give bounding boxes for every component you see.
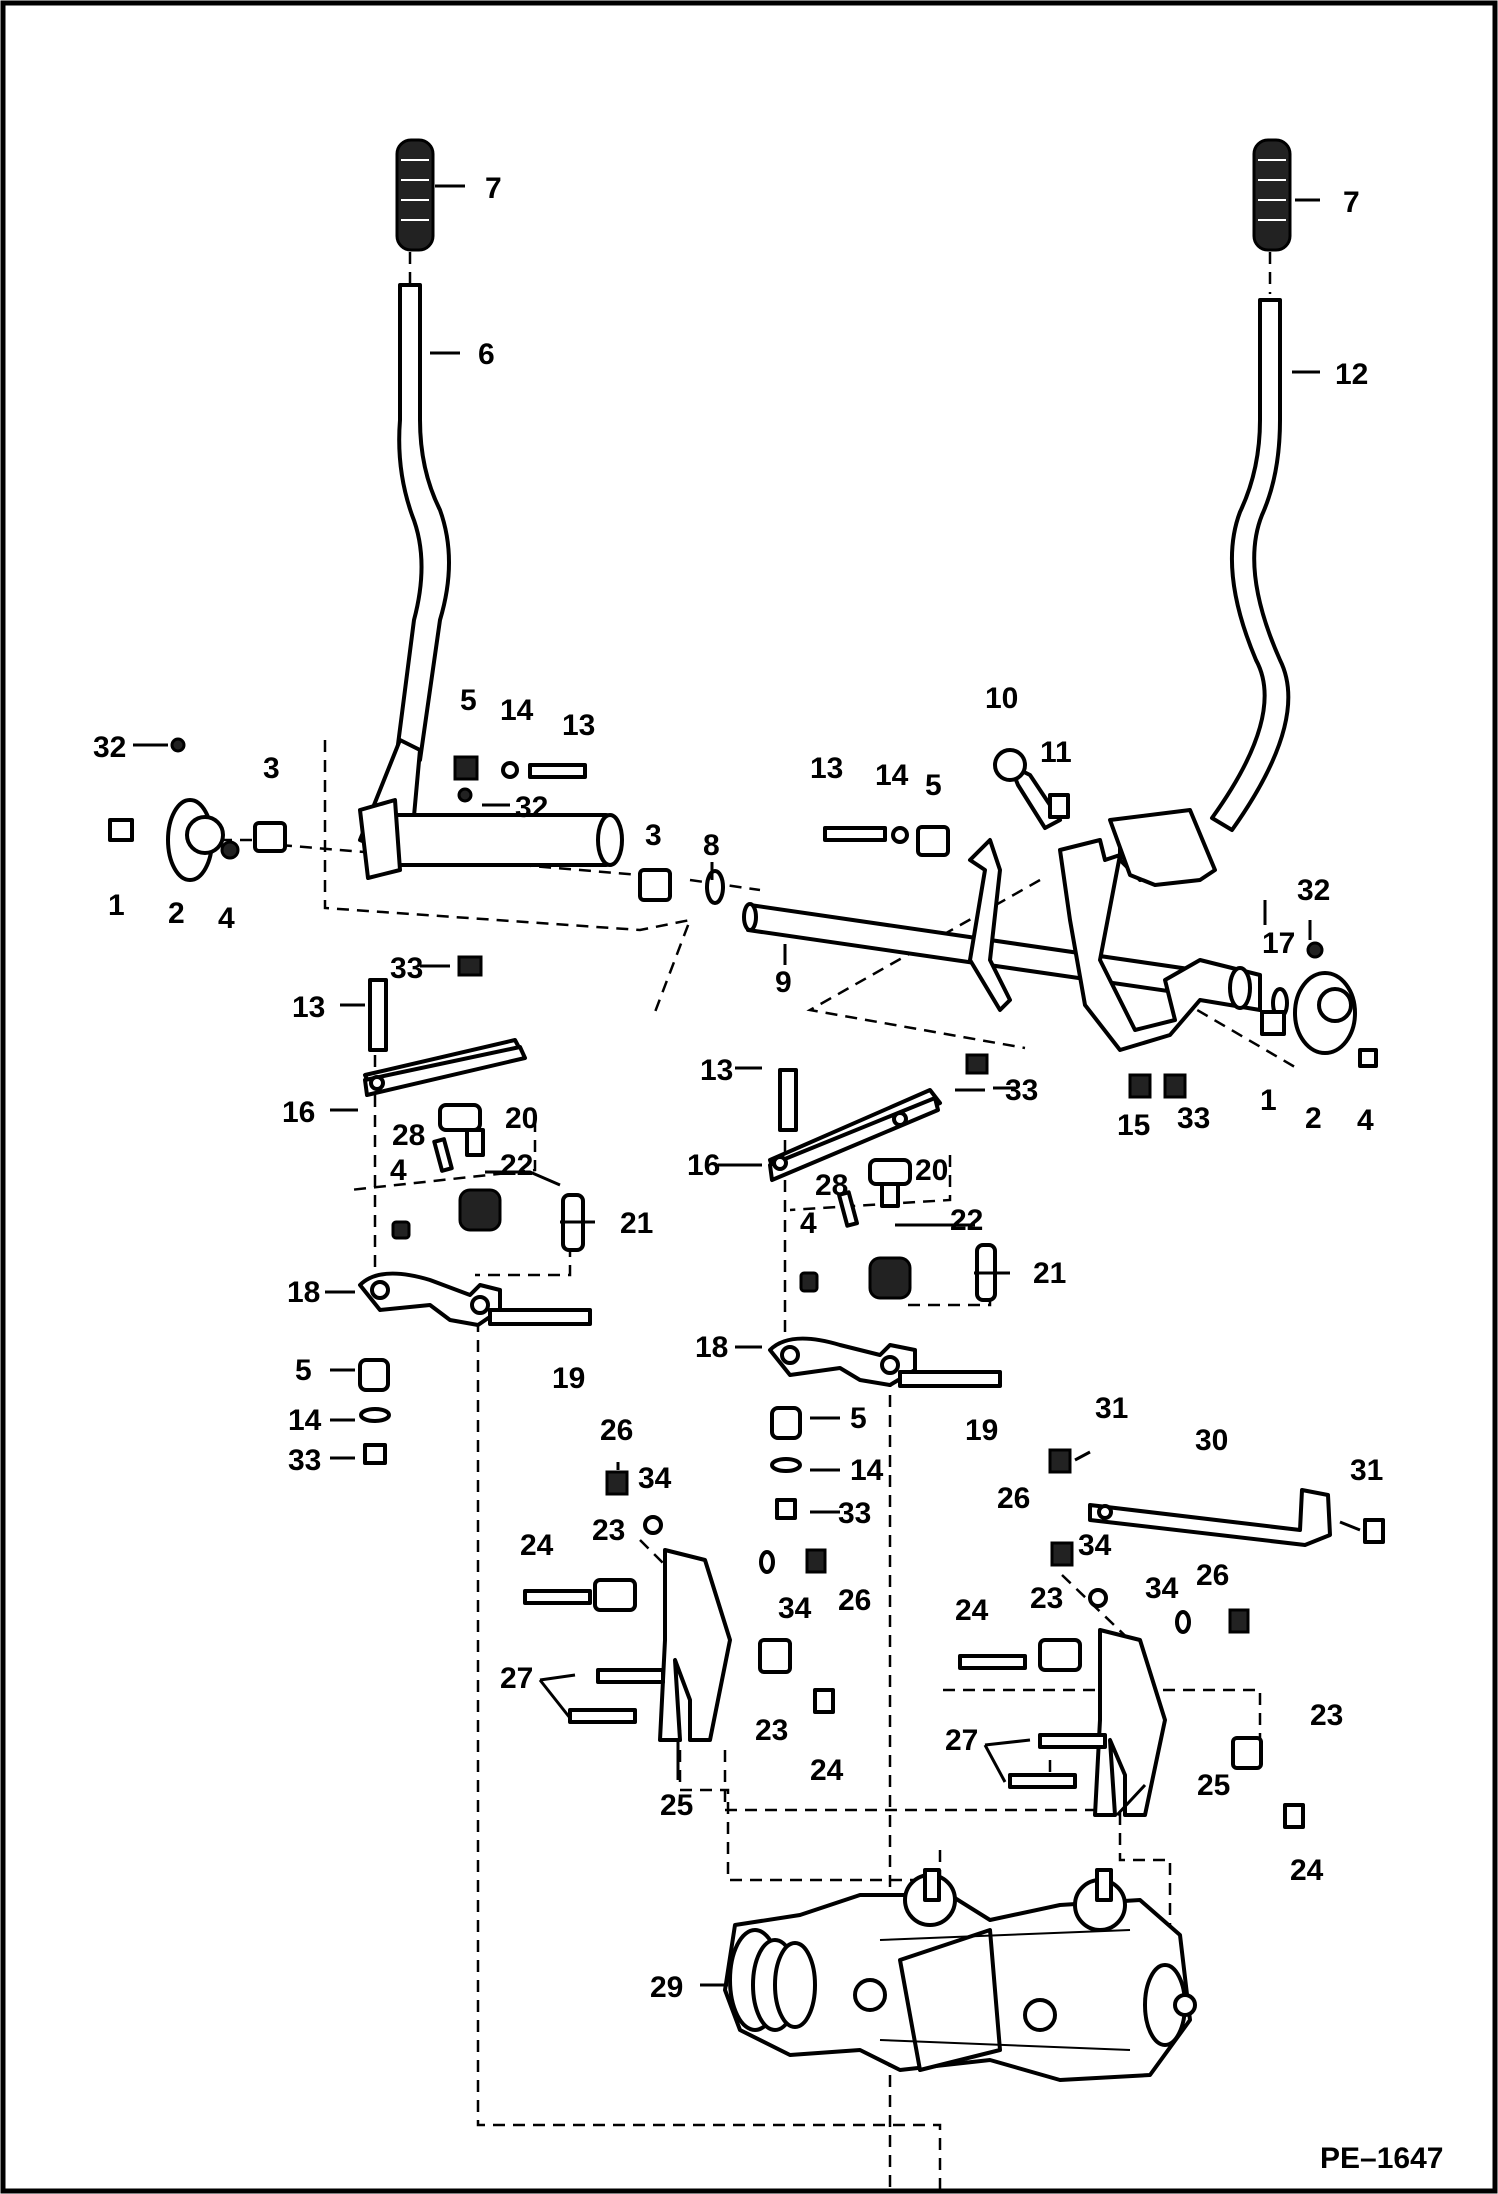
callout-22: 22 bbox=[500, 1149, 533, 1182]
drawing-code: PE–1647 bbox=[1320, 2142, 1443, 2175]
callout-16: 16 bbox=[687, 1149, 720, 1182]
leader-lines bbox=[133, 184, 1361, 1987]
callout-31: 31 bbox=[1350, 1454, 1383, 1487]
callout-21: 21 bbox=[1033, 1257, 1066, 1290]
left-pivot-shaft-assembly bbox=[108, 737, 725, 905]
callout-27: 27 bbox=[945, 1724, 978, 1757]
callout-13: 13 bbox=[292, 991, 325, 1024]
callout-34: 34 bbox=[1078, 1529, 1112, 1562]
callout-4: 4 bbox=[800, 1207, 817, 1240]
right-lever-12 bbox=[1210, 298, 1291, 832]
callout-32: 32 bbox=[1297, 874, 1330, 907]
callout-2: 2 bbox=[1305, 1102, 1322, 1135]
callout-33: 33 bbox=[838, 1497, 871, 1530]
callout-22: 22 bbox=[950, 1204, 983, 1237]
callout-28: 28 bbox=[815, 1169, 848, 1202]
callout-10: 10 bbox=[985, 682, 1018, 715]
callout-33: 33 bbox=[1177, 1102, 1210, 1135]
callouts: 7 7 6 12 32 3 5 14 13 32 1 2 4 3 8 9 13 … bbox=[93, 172, 1383, 2004]
callout-21: 21 bbox=[620, 1207, 653, 1240]
callout-13: 13 bbox=[700, 1054, 733, 1087]
callout-14: 14 bbox=[500, 694, 534, 727]
callout-15: 15 bbox=[1117, 1109, 1150, 1142]
callout-34: 34 bbox=[1145, 1572, 1179, 1605]
callout-19: 19 bbox=[552, 1362, 585, 1395]
callout-13: 13 bbox=[562, 709, 595, 742]
callout-1: 1 bbox=[1260, 1084, 1277, 1117]
callout-9: 9 bbox=[775, 966, 792, 999]
callout-30: 30 bbox=[1195, 1424, 1228, 1457]
callout-19: 19 bbox=[965, 1414, 998, 1447]
callout-14: 14 bbox=[288, 1404, 322, 1437]
callout-18: 18 bbox=[287, 1276, 320, 1309]
callout-14: 14 bbox=[875, 759, 909, 792]
callout-23: 23 bbox=[755, 1714, 788, 1747]
callout-7-right: 7 bbox=[1343, 186, 1360, 219]
callout-12: 12 bbox=[1335, 358, 1368, 391]
right-mount-bracket-group bbox=[958, 1448, 1385, 1829]
callout-26: 26 bbox=[997, 1482, 1030, 1515]
callout-14: 14 bbox=[850, 1454, 884, 1487]
callout-8: 8 bbox=[703, 829, 720, 862]
callout-34: 34 bbox=[778, 1592, 812, 1625]
callout-6: 6 bbox=[478, 338, 495, 371]
callout-20: 20 bbox=[505, 1102, 538, 1135]
callout-16: 16 bbox=[282, 1096, 315, 1129]
callout-11: 11 bbox=[1040, 736, 1072, 769]
callout-17: 17 bbox=[1262, 927, 1295, 960]
callout-4: 4 bbox=[1357, 1104, 1374, 1137]
callout-28: 28 bbox=[392, 1119, 425, 1152]
callout-24: 24 bbox=[520, 1529, 554, 1562]
center-linkage-group bbox=[768, 1053, 1002, 1520]
callout-5: 5 bbox=[460, 684, 477, 717]
callout-32: 32 bbox=[93, 731, 126, 764]
callout-1: 1 bbox=[108, 889, 125, 922]
callout-25: 25 bbox=[1197, 1769, 1230, 1802]
callout-3: 3 bbox=[645, 819, 662, 852]
callout-31: 31 bbox=[1095, 1392, 1128, 1425]
callout-33: 33 bbox=[1005, 1074, 1038, 1107]
left-lever-6 bbox=[394, 283, 451, 762]
callout-20: 20 bbox=[915, 1154, 948, 1187]
left-handle-grip-7 bbox=[395, 138, 435, 252]
callout-32: 32 bbox=[515, 791, 548, 824]
callout-29: 29 bbox=[650, 1971, 683, 2004]
callout-24: 24 bbox=[810, 1754, 844, 1787]
callout-3: 3 bbox=[263, 752, 280, 785]
callout-18: 18 bbox=[695, 1331, 728, 1364]
callout-26: 26 bbox=[600, 1414, 633, 1447]
callout-24: 24 bbox=[1290, 1854, 1324, 1887]
callout-2: 2 bbox=[168, 897, 185, 930]
hydraulic-pump-29 bbox=[723, 1868, 1197, 2082]
callout-27: 27 bbox=[500, 1662, 533, 1695]
right-handle-grip-7 bbox=[1252, 138, 1292, 252]
callout-4: 4 bbox=[390, 1154, 407, 1187]
callout-23: 23 bbox=[592, 1514, 625, 1547]
callout-33: 33 bbox=[288, 1444, 321, 1477]
callout-5: 5 bbox=[850, 1402, 867, 1435]
callout-4: 4 bbox=[218, 902, 235, 935]
callout-23: 23 bbox=[1030, 1582, 1063, 1615]
callout-25: 25 bbox=[660, 1789, 693, 1822]
callout-5: 5 bbox=[925, 769, 942, 802]
callout-24: 24 bbox=[955, 1594, 989, 1627]
right-pivot-assembly bbox=[823, 748, 1378, 1099]
callout-5: 5 bbox=[295, 1354, 312, 1387]
callout-34: 34 bbox=[638, 1462, 672, 1495]
left-linkage-group bbox=[358, 955, 592, 1465]
callout-23: 23 bbox=[1310, 1699, 1343, 1732]
callout-26: 26 bbox=[1196, 1559, 1229, 1592]
callout-26: 26 bbox=[838, 1584, 871, 1617]
callout-7-left: 7 bbox=[485, 172, 502, 205]
callout-33: 33 bbox=[390, 952, 423, 985]
callout-13: 13 bbox=[810, 752, 843, 785]
left-mount-bracket-group bbox=[523, 1470, 835, 1742]
